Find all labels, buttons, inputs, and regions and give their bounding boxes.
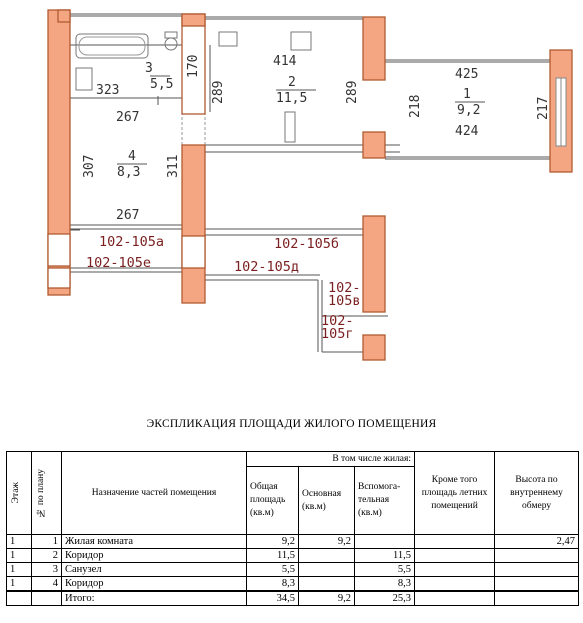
plan-lines <box>60 13 550 353</box>
dim-289-right: 289 <box>345 81 360 104</box>
pillar-icon <box>284 111 296 143</box>
header-auxiliary: Вспомога-тельная (кв.м) <box>353 466 416 535</box>
walls <box>47 9 573 361</box>
header-row-1: Этаж № по плану Назначение частей помеще… <box>6 451 580 535</box>
room-4-area: 8,3 <box>117 165 140 180</box>
floor-plan: 3 5,5 2 11,5 1 9,2 4 8,3 425 424 414 323… <box>47 9 573 361</box>
explication-title: ЭКСПЛИКАЦИЯ ПЛОЩАДИ ЖИЛОГО ПОМЕЩЕНИЯ <box>146 418 437 430</box>
dim-424: 424 <box>455 124 479 139</box>
label-102-105v-line1: 102- <box>328 280 361 296</box>
header-floor: Этаж <box>6 451 32 535</box>
table-row: 1 3 Санузел 5,5 5,5 <box>6 562 580 577</box>
wall-mid <box>181 144 206 304</box>
header-except-summer: Кроме того площадь летних помещений <box>414 451 496 535</box>
dim-218: 218 <box>408 95 423 118</box>
header-main: Основная (кв.м) <box>298 466 355 535</box>
wall-right-top <box>362 16 386 81</box>
dim-267-top: 267 <box>116 110 139 125</box>
label-102-105g-line2: 105г <box>321 326 354 342</box>
door-left-lower <box>47 267 71 289</box>
room-2-area: 11,5 <box>276 91 307 106</box>
wall-right-bottom <box>362 334 386 361</box>
door-mid <box>181 235 206 269</box>
fixtures <box>75 31 312 143</box>
cabinet-icon <box>290 31 312 51</box>
room-4-number: 4 <box>128 149 136 164</box>
dim-311: 311 <box>166 155 181 178</box>
table-row: 1 4 Коридор 8,3 8,3 <box>6 576 580 592</box>
dim-217: 217 <box>536 97 551 120</box>
wall-right-mid <box>362 131 386 159</box>
bathtub-inner-icon <box>78 36 146 56</box>
kitchen-sink-icon <box>218 31 238 47</box>
wall-mid-top-cap <box>181 13 206 27</box>
dim-170: 170 <box>186 55 201 78</box>
header-total-area: Общая площадь (кв.м) <box>246 466 299 535</box>
header-plan-no: № по плану <box>31 451 62 535</box>
table-total-row: Итого: 34,5 9,2 25,3 <box>6 590 580 606</box>
label-102-105b: 102-105б <box>274 236 339 252</box>
label-102-105g-line1: 102- <box>321 313 354 329</box>
header-purpose: Назначение частей помещения <box>61 451 247 535</box>
label-102-105v-line2: 105в <box>328 293 361 309</box>
room-2-number: 2 <box>288 75 296 90</box>
label-102-105d: 102-105д <box>234 259 299 275</box>
wall-left-top <box>57 9 71 23</box>
room-1-number: 1 <box>463 87 471 102</box>
toilet-icon <box>164 37 178 51</box>
table-row: 1 1 Жилая комната 9,2 9,2 2,47 <box>6 534 580 549</box>
dim-323: 323 <box>96 83 119 98</box>
dim-289-left: 289 <box>211 81 226 104</box>
room-1-area: 9,2 <box>457 103 480 118</box>
table-row: 1 2 Коридор 11,5 11,5 <box>6 548 580 563</box>
header-including-living: В том числе жилая: <box>245 451 416 467</box>
label-102-105a: 102-105а <box>99 234 164 250</box>
room-3-area: 5,5 <box>150 77 173 92</box>
bathtub-icon <box>75 33 149 59</box>
label-102-105e: 102-105е <box>86 255 151 271</box>
dim-307: 307 <box>82 155 97 178</box>
dim-414: 414 <box>273 54 297 69</box>
door-left-upper <box>47 233 71 267</box>
dim-425: 425 <box>455 67 478 82</box>
dim-267-bottom: 267 <box>116 208 139 223</box>
room-3-number: 3 <box>145 61 153 76</box>
wall-right-low <box>362 215 386 313</box>
header-height: Высота по внутреннему обмеру <box>494 451 580 535</box>
toilet-tank-icon <box>164 31 178 39</box>
explication-table: Этаж № по плану Назначение частей помеще… <box>6 451 580 606</box>
sink-icon <box>75 67 93 91</box>
